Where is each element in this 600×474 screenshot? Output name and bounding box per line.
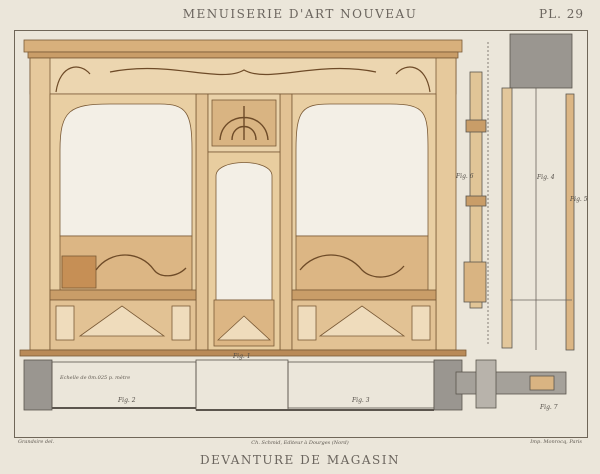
fig6-label: Fig. 6 — [456, 173, 474, 180]
fig2-label: Fig. 2 — [118, 397, 136, 404]
plate-border — [14, 30, 588, 438]
scale-note: Echelle de 0m.025 p. mètre — [60, 375, 131, 381]
shopfront-elevation — [19, 39, 467, 357]
printer-credit: Imp. Monrocq, Paris — [530, 439, 582, 445]
fig1-label: Fig. 1 — [233, 353, 251, 360]
fig5-label: Fig. 5 — [570, 196, 588, 203]
publisher-credit: Ch. Schmid, Editeur à Dourges (Nord) — [251, 440, 349, 446]
floor-plans — [23, 359, 567, 411]
series-title: MENUISERIE D'ART NOUVEAU — [182, 7, 418, 21]
fig3-label: Fig. 3 — [352, 397, 370, 404]
plate-number: PL. 29 — [539, 7, 584, 21]
vertical-sections — [463, 33, 575, 351]
artist-credit: Grandsire del. — [18, 439, 55, 445]
plate-caption: DEVANTURE DE MAGASIN — [200, 453, 400, 467]
fig7-label: Fig. 7 — [540, 404, 558, 411]
fig4-label: Fig. 4 — [537, 174, 555, 181]
